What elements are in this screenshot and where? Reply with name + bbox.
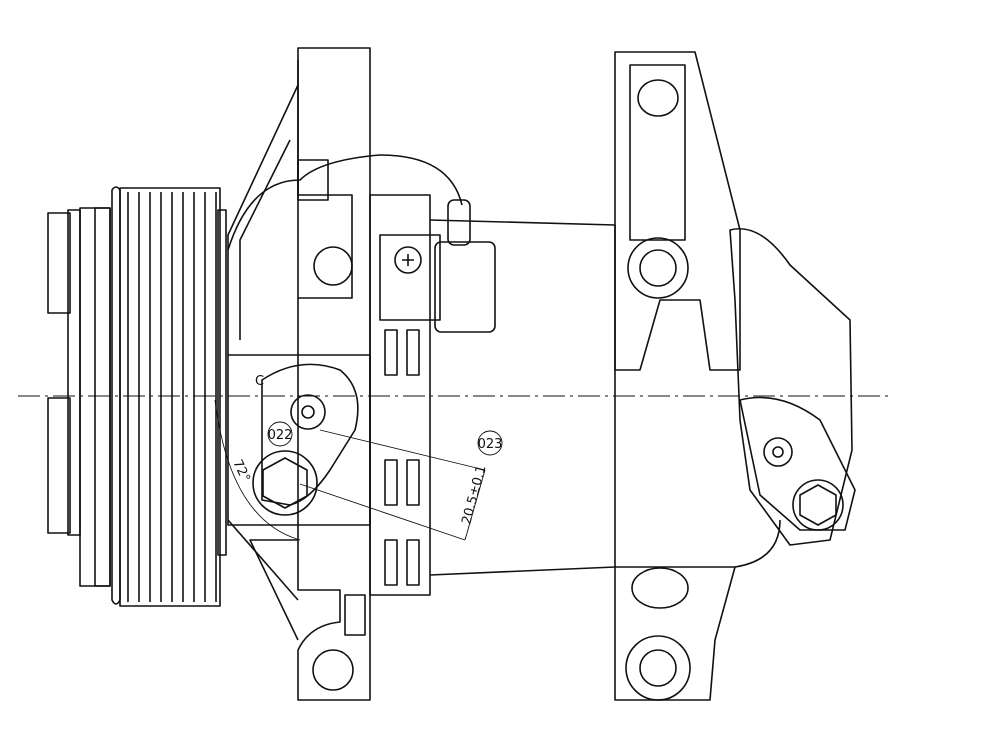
clutch-hub	[47, 207, 111, 587]
compressor-body	[369, 194, 616, 596]
label-022: 022	[268, 428, 293, 443]
label-circle-022	[267, 421, 293, 447]
front-bracket	[227, 47, 371, 701]
body-rib	[384, 539, 398, 586]
rear-mount-top	[614, 51, 741, 371]
body-rib	[406, 329, 420, 376]
angle-label: 72°	[229, 457, 252, 484]
body-rib	[406, 459, 420, 506]
pulley	[111, 186, 227, 607]
rear-head	[729, 228, 856, 568]
label-circle-023	[477, 430, 503, 456]
body-rib	[384, 329, 398, 376]
body-rib	[406, 539, 420, 586]
section-mark: C	[255, 374, 264, 389]
adjuster-assembly	[214, 354, 486, 541]
label-023: 023	[478, 437, 503, 452]
body-rib	[384, 459, 398, 506]
wire	[227, 154, 463, 251]
rear-mount-bottom	[614, 566, 736, 701]
dimension-label: 20.5±0.1	[459, 464, 489, 526]
